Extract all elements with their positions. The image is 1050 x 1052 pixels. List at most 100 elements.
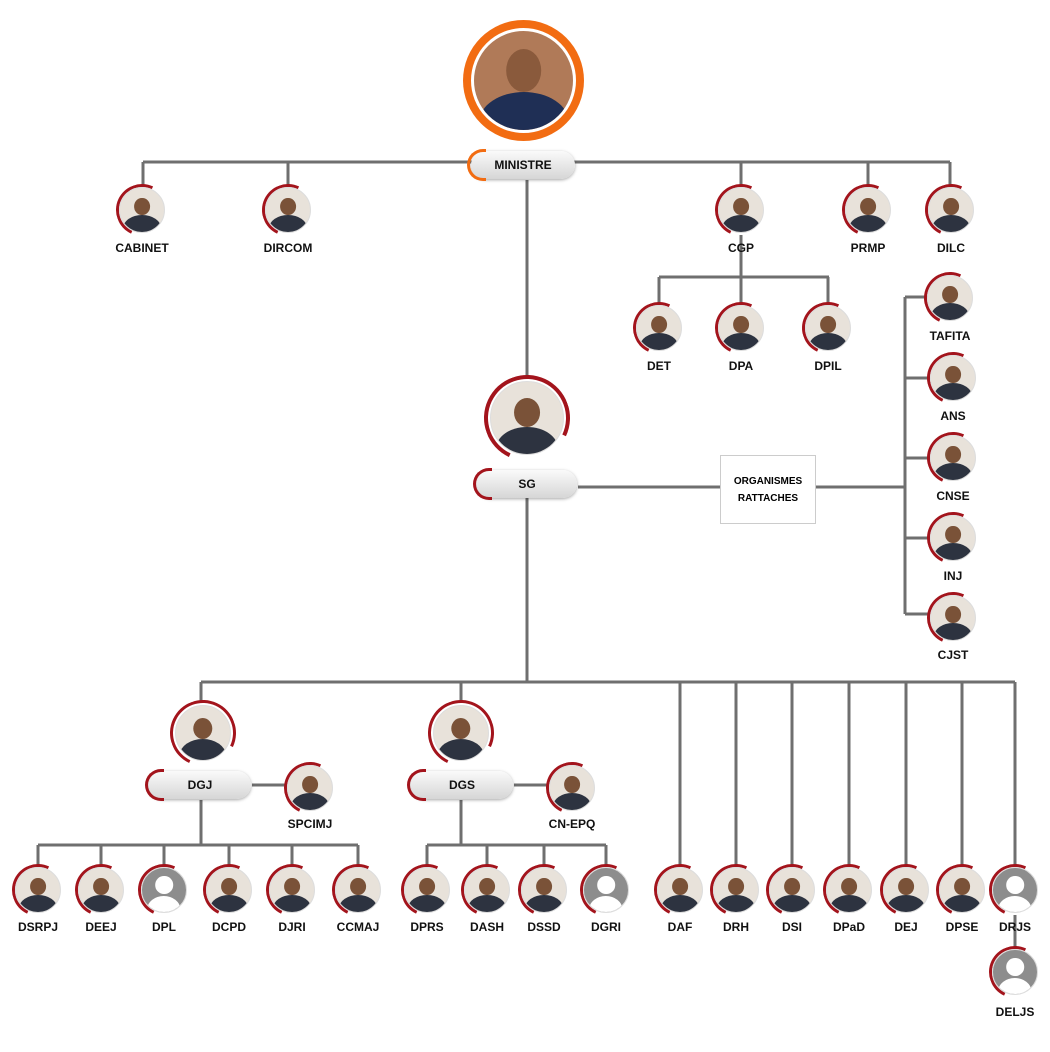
avatar-dej[interactable] <box>872 856 940 924</box>
avatar-dgri[interactable] <box>572 856 640 924</box>
avatar-spcimj[interactable] <box>276 754 344 822</box>
person-photo <box>845 187 891 233</box>
label-cgp: CGP <box>727 241 755 255</box>
person-photo <box>464 867 510 913</box>
person-photo <box>521 867 567 913</box>
person-placeholder-icon <box>141 867 187 913</box>
avatar-dpad[interactable] <box>815 856 883 924</box>
person-photo <box>930 595 976 641</box>
label-cnse: CNSE <box>936 489 970 503</box>
person-photo <box>119 187 165 233</box>
label-ans: ANS <box>940 409 966 423</box>
label-det: DET <box>647 359 671 373</box>
person-photo <box>718 305 764 351</box>
avatar-cabinet[interactable] <box>108 176 176 244</box>
person-photo <box>78 867 124 913</box>
avatar-dsi[interactable] <box>758 856 826 924</box>
label-cabinet: CABINET <box>115 241 169 255</box>
avatar-cjst[interactable] <box>919 584 987 652</box>
sg-label[interactable]: SG <box>473 468 577 500</box>
person-photo <box>930 515 976 561</box>
avatar-dssd[interactable] <box>510 856 578 924</box>
label-dpl: DPL <box>152 920 176 934</box>
label-ccmaj: CCMAJ <box>336 920 380 934</box>
label-dpad: DPaD <box>832 920 866 934</box>
person-photo <box>927 275 973 321</box>
dgs-photo <box>418 690 504 776</box>
avatar-deljs[interactable] <box>981 938 1049 1006</box>
sg-photo <box>471 362 583 474</box>
label-dprs: DPRS <box>410 920 444 934</box>
label-drh: DRH <box>723 920 749 934</box>
avatar-dprs[interactable] <box>393 856 461 924</box>
avatar-dpse[interactable] <box>928 856 996 924</box>
person-photo <box>930 435 976 481</box>
avatar-dash[interactable] <box>453 856 521 924</box>
label-cjst: CJST <box>937 648 969 662</box>
avatar-cgp[interactable] <box>707 176 775 244</box>
person-photo <box>939 867 985 913</box>
person-photo <box>657 867 703 913</box>
avatar-dilc[interactable] <box>917 176 985 244</box>
avatar-daf[interactable] <box>646 856 714 924</box>
label-daf: DAF <box>667 920 693 934</box>
avatar-deej[interactable] <box>67 856 135 924</box>
person-photo <box>287 765 333 811</box>
label-dpse: DPSE <box>945 920 979 934</box>
avatar-drjs[interactable] <box>981 856 1049 924</box>
organismes-line2: RATTACHES <box>737 492 799 504</box>
label-deljs: DELJS <box>995 1005 1035 1019</box>
avatar-cn-epq[interactable] <box>538 754 606 822</box>
avatar-inj[interactable] <box>919 504 987 572</box>
dgs-label[interactable]: DGS <box>407 769 513 801</box>
avatar-dcpd[interactable] <box>195 856 263 924</box>
label-dpa: DPA <box>728 359 754 373</box>
label-dircom: DIRCOM <box>263 241 313 255</box>
organismes-rattaches-box[interactable]: ORGANISMES RATTACHES <box>720 455 816 524</box>
avatar-det[interactable] <box>625 294 693 362</box>
person-photo <box>404 867 450 913</box>
label-inj: INJ <box>943 569 963 583</box>
avatar-dircom[interactable] <box>254 176 322 244</box>
person-photo <box>930 355 976 401</box>
avatar-ans[interactable] <box>919 344 987 412</box>
avatar-cnse[interactable] <box>919 424 987 492</box>
label-dilc: DILC <box>937 241 965 255</box>
label-dash: DASH <box>469 920 505 934</box>
label-dsrpj: DSRPJ <box>17 920 59 934</box>
avatar-ccmaj[interactable] <box>324 856 392 924</box>
person-photo <box>206 867 252 913</box>
person-photo <box>718 187 764 233</box>
label-prmp: PRMP <box>850 241 886 255</box>
person-photo <box>928 187 974 233</box>
label-deej: DEEJ <box>85 920 117 934</box>
person-photo <box>713 867 759 913</box>
avatar-drh[interactable] <box>702 856 770 924</box>
person-photo <box>805 305 851 351</box>
avatar-dpa[interactable] <box>707 294 775 362</box>
label-dsi: DSI <box>781 920 803 934</box>
person-placeholder-icon <box>583 867 629 913</box>
person-photo <box>549 765 595 811</box>
label-spcimj: SPCIMJ <box>287 817 333 831</box>
label-drjs: DRJS <box>998 920 1032 934</box>
avatar-dsrpj[interactable] <box>4 856 72 924</box>
organismes-line1: ORGANISMES <box>733 475 803 487</box>
person-placeholder-icon <box>992 949 1038 995</box>
minister-label[interactable]: MINISTRE <box>467 149 575 181</box>
label-dgri: DGRI <box>591 920 621 934</box>
label-dej: DEJ <box>894 920 918 934</box>
avatar-dpil[interactable] <box>794 294 862 362</box>
label-dpil: DPIL <box>814 359 842 373</box>
label-dssd: DSSD <box>527 920 561 934</box>
person-photo <box>265 187 311 233</box>
person-placeholder-icon <box>992 867 1038 913</box>
avatar-dpl[interactable] <box>130 856 198 924</box>
avatar-prmp[interactable] <box>834 176 902 244</box>
person-photo <box>15 867 61 913</box>
avatar-djri[interactable] <box>258 856 326 924</box>
dgj-label[interactable]: DGJ <box>145 769 251 801</box>
avatar-tafita[interactable] <box>916 264 984 332</box>
person-photo <box>826 867 872 913</box>
